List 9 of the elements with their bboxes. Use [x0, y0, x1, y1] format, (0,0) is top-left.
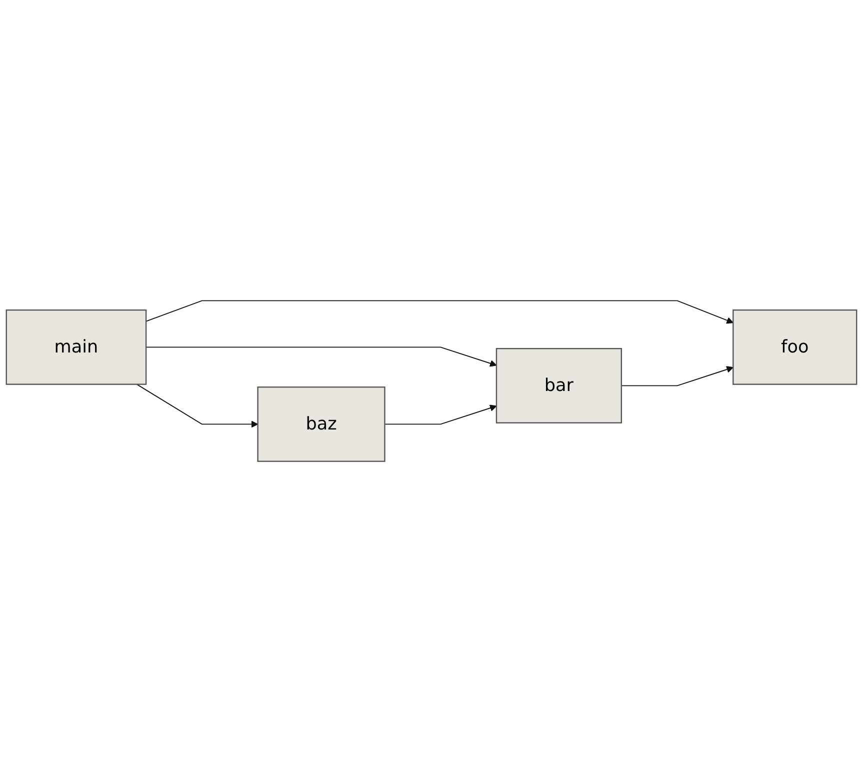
arrow [146, 300, 734, 324]
arrow [136, 384, 258, 428]
arrow [384, 404, 497, 425]
node-box: baz [257, 386, 386, 462]
arrow [146, 346, 497, 367]
node-box: foo [732, 309, 858, 385]
node-box: main [6, 309, 147, 385]
node-box: bar [496, 348, 622, 424]
arrow [620, 366, 734, 386]
